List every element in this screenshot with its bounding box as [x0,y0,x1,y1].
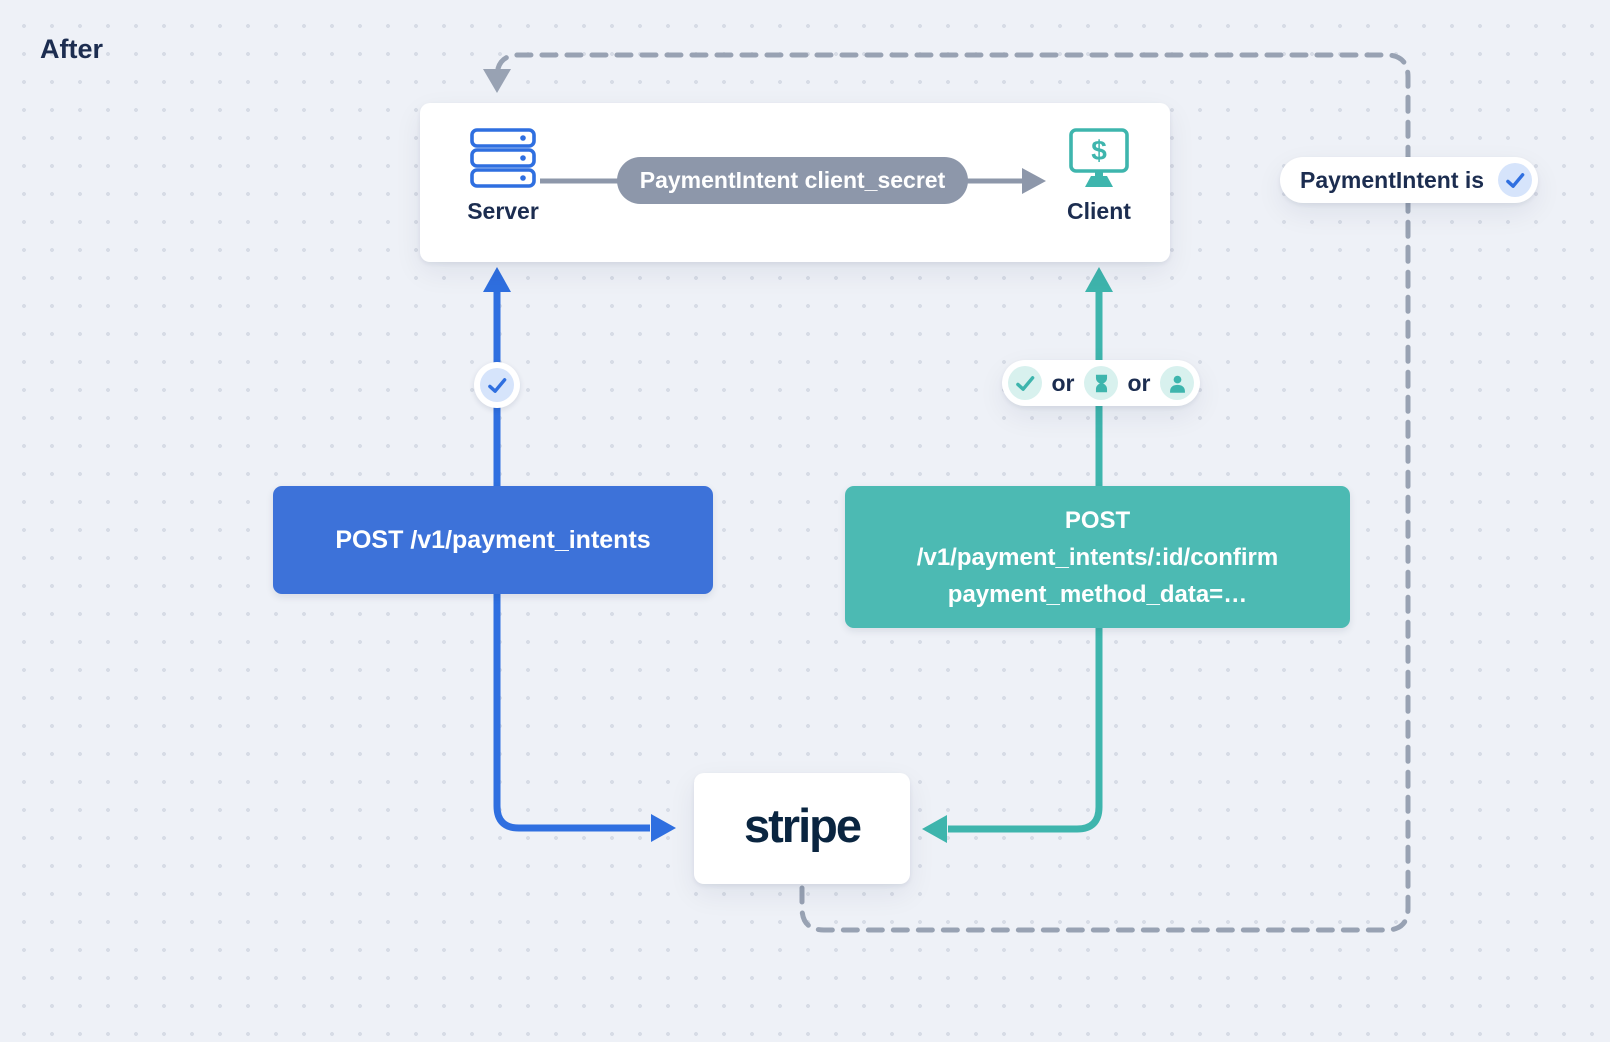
check-icon [1505,172,1524,188]
client-confirm-connector [922,267,1113,843]
server-label: Server [467,198,539,224]
create-paymentintent-label: POST /v1/payment_intents [335,525,651,554]
monitor-dollar-icon: $ [1069,128,1129,187]
person-icon [1169,375,1185,393]
or-label: or [1051,369,1075,396]
stripe-node: stripe [694,773,910,884]
blue-arrowhead-up [483,267,511,292]
teal-arrowhead-left [922,815,947,843]
client-node: $ Client [1029,127,1169,225]
blue-arrowhead-right [651,814,676,842]
check-badge-circle [480,368,514,402]
teal-arrowhead-up [1085,267,1113,292]
server-stack-icon [470,128,536,188]
server-post-connector [483,267,676,842]
stripe-logo: stripe [744,799,862,852]
check-icon [487,377,506,393]
pending-circle [1084,366,1118,400]
check-icon [1015,375,1034,391]
svg-text:$: $ [1091,135,1107,166]
server-node: Server [433,127,573,225]
confirm-line-3: payment_method_data=… [947,580,1248,608]
status-pill-label: PaymentIntent is [1300,166,1485,193]
paymentintent-status-pill: PaymentIntent is [1280,157,1538,203]
success-circle [1008,366,1042,400]
confirm-line-2: /v1/payment_intents/:id/confirm [916,543,1279,571]
confirm-line-1: POST [1064,506,1131,534]
gray-arrowhead-right [1022,168,1046,194]
created-check-badge [474,362,520,408]
client-label: Client [1067,198,1131,224]
customer-action-circle [1160,366,1194,400]
page-title: After [40,34,104,64]
hourglass-icon [1095,374,1107,392]
dashed-arrowhead-down [483,69,511,93]
dashed-loop-arrow [483,52,1411,933]
confirm-paymentintent-box: POST /v1/payment_intents/:id/confirm pay… [845,486,1350,628]
create-paymentintent-box: POST /v1/payment_intents [273,486,713,594]
or-label: or [1127,369,1151,396]
server-client-card: Server PaymentIntent client_secret $ Cli… [420,103,1170,262]
confirm-outcomes-pill: or or [1002,360,1200,406]
status-check-circle [1498,163,1532,197]
client-secret-pill: PaymentIntent client_secret [617,157,968,204]
